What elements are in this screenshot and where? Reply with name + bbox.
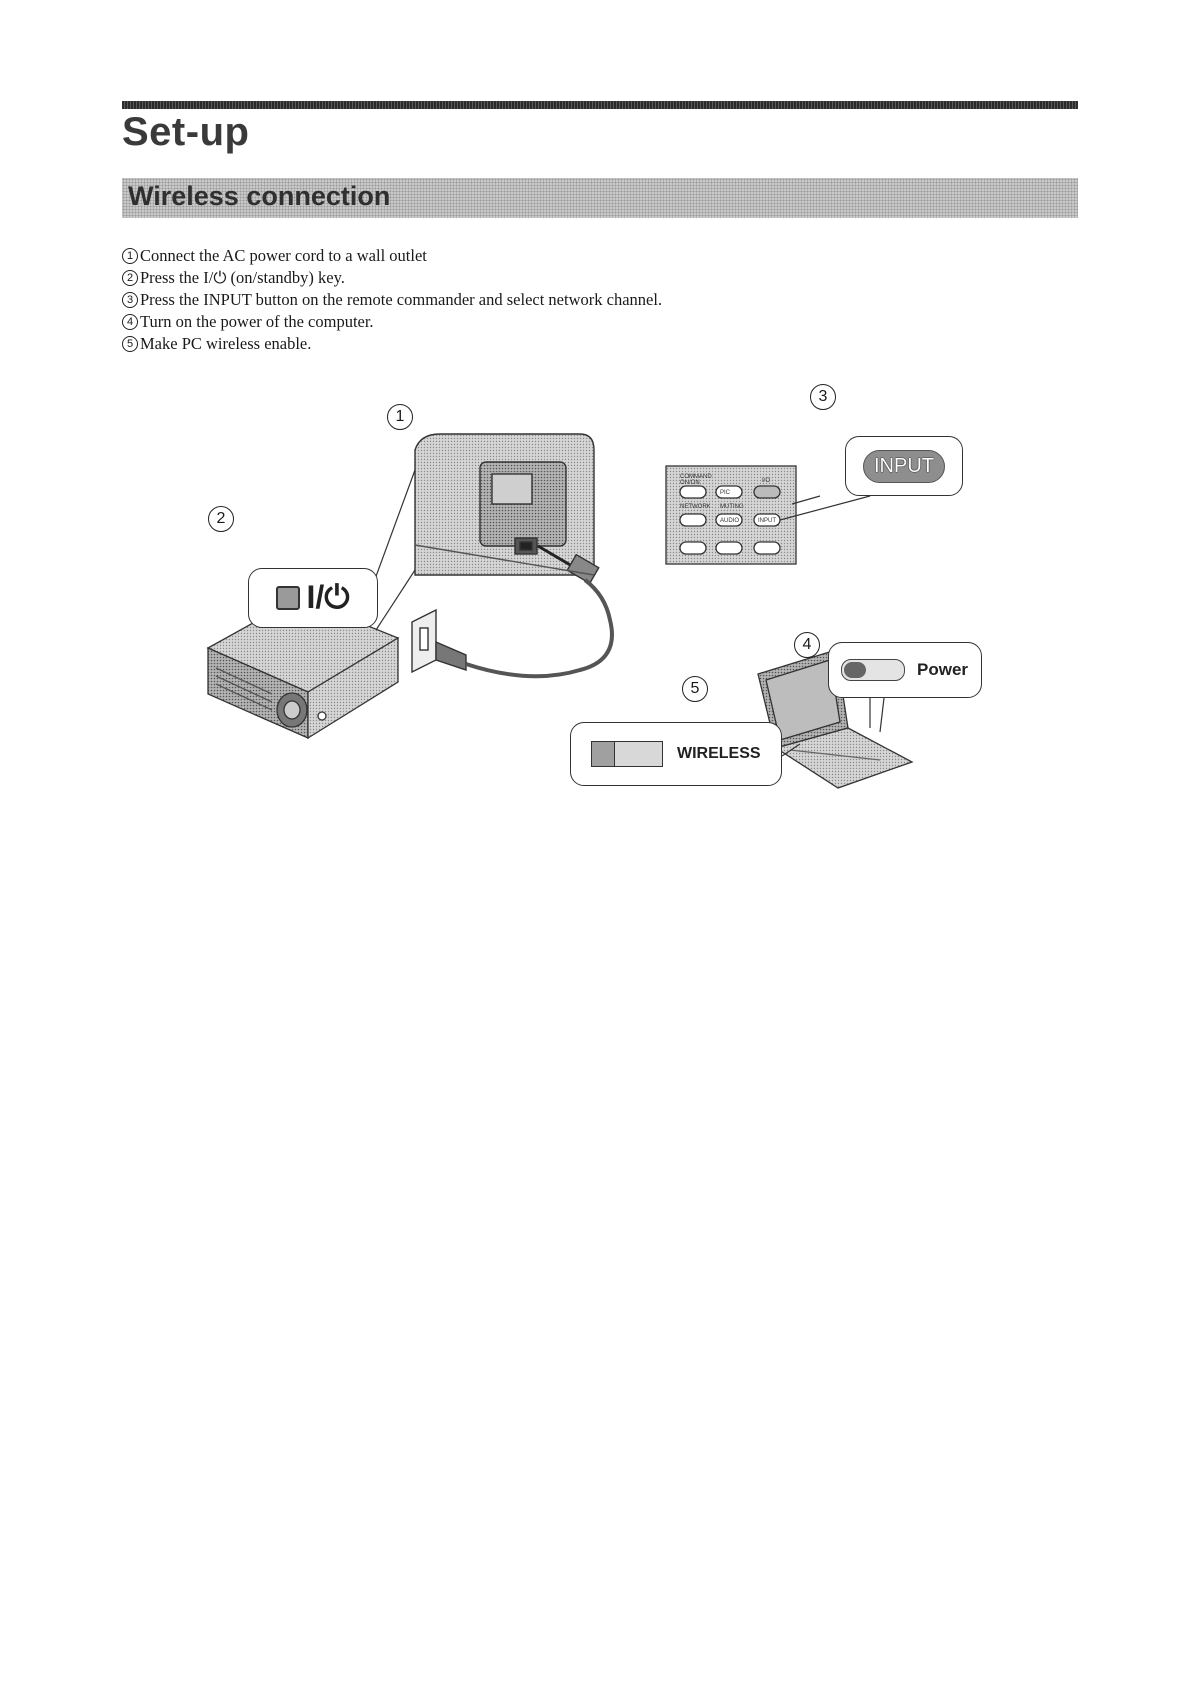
- step-text: Turn on the power of the computer.: [140, 312, 374, 331]
- step-number: 2: [122, 270, 138, 286]
- step-number: 5: [122, 336, 138, 352]
- leader-line: [879, 697, 885, 733]
- diagram-artwork: COMMAND ON/ON I/O PIC AUDIO INPUT NETWOR…: [206, 433, 914, 789]
- remote-label: COMMAND: [680, 474, 712, 480]
- callout-badge: 3: [810, 384, 836, 410]
- wall-outlet-icon: [411, 608, 467, 674]
- wireless-switch-callout: WIRELESS: [570, 722, 782, 786]
- onstandby-key-label: I/⏻: [306, 579, 350, 615]
- leader-line: [791, 495, 821, 505]
- wireless-switch-icon: [591, 741, 663, 767]
- remote-label: AUDIO: [720, 518, 739, 524]
- setup-diagram: COMMAND ON/ON I/O PIC AUDIO INPUT NETWOR…: [180, 384, 1020, 870]
- leader-line: [781, 743, 801, 757]
- section-title: Wireless connection: [128, 181, 391, 211]
- leader-line: [779, 495, 871, 521]
- remote-label: MUTING: [720, 504, 744, 510]
- power-switch-callout: Power: [828, 642, 982, 698]
- remote-label: PIC: [720, 490, 731, 496]
- leader-line: [375, 569, 416, 631]
- callout-badge: 5: [682, 676, 708, 702]
- remote-commander-icon: [665, 465, 797, 565]
- step-number: 4: [122, 314, 138, 330]
- step-text: Press the INPUT button on the remote com…: [140, 290, 663, 309]
- callout-badge: 1: [387, 404, 413, 430]
- onstandby-key-callout: I/⏻: [248, 568, 378, 628]
- callout-badge: 2: [208, 506, 234, 532]
- callout-badge: 4: [794, 632, 820, 658]
- step-text: Press the I/⏻ (on/standby) key.: [140, 268, 345, 287]
- onstandby-key-icon: [276, 586, 301, 610]
- projector-rear-closeup-icon: [414, 433, 600, 585]
- input-button: INPUT: [863, 449, 945, 483]
- remote-label: I/O: [762, 478, 770, 484]
- wireless-label: WIRELESS: [677, 745, 761, 762]
- section-header: Wireless connection: [122, 178, 1078, 218]
- step-number: 3: [122, 292, 138, 308]
- power-label: Power: [917, 660, 969, 679]
- step-text: Connect the AC power cord to a wall outl…: [140, 246, 427, 265]
- step-text: Make PC wireless enable.: [140, 334, 312, 353]
- step-number: 1: [122, 248, 138, 264]
- remote-label: ON/ON: [680, 480, 700, 486]
- remote-labels: COMMAND ON/ON I/O PIC AUDIO INPUT NETWOR…: [680, 474, 776, 524]
- laptop-icon: [757, 649, 914, 789]
- remote-label: INPUT: [758, 518, 776, 524]
- power-cord: [465, 578, 614, 679]
- remote-label: NETWORK: [680, 504, 711, 510]
- power-switch-icon: [841, 659, 905, 681]
- page-title: Set-up: [122, 110, 250, 154]
- input-button-callout: INPUT: [845, 436, 963, 496]
- header-rule: [122, 101, 1078, 109]
